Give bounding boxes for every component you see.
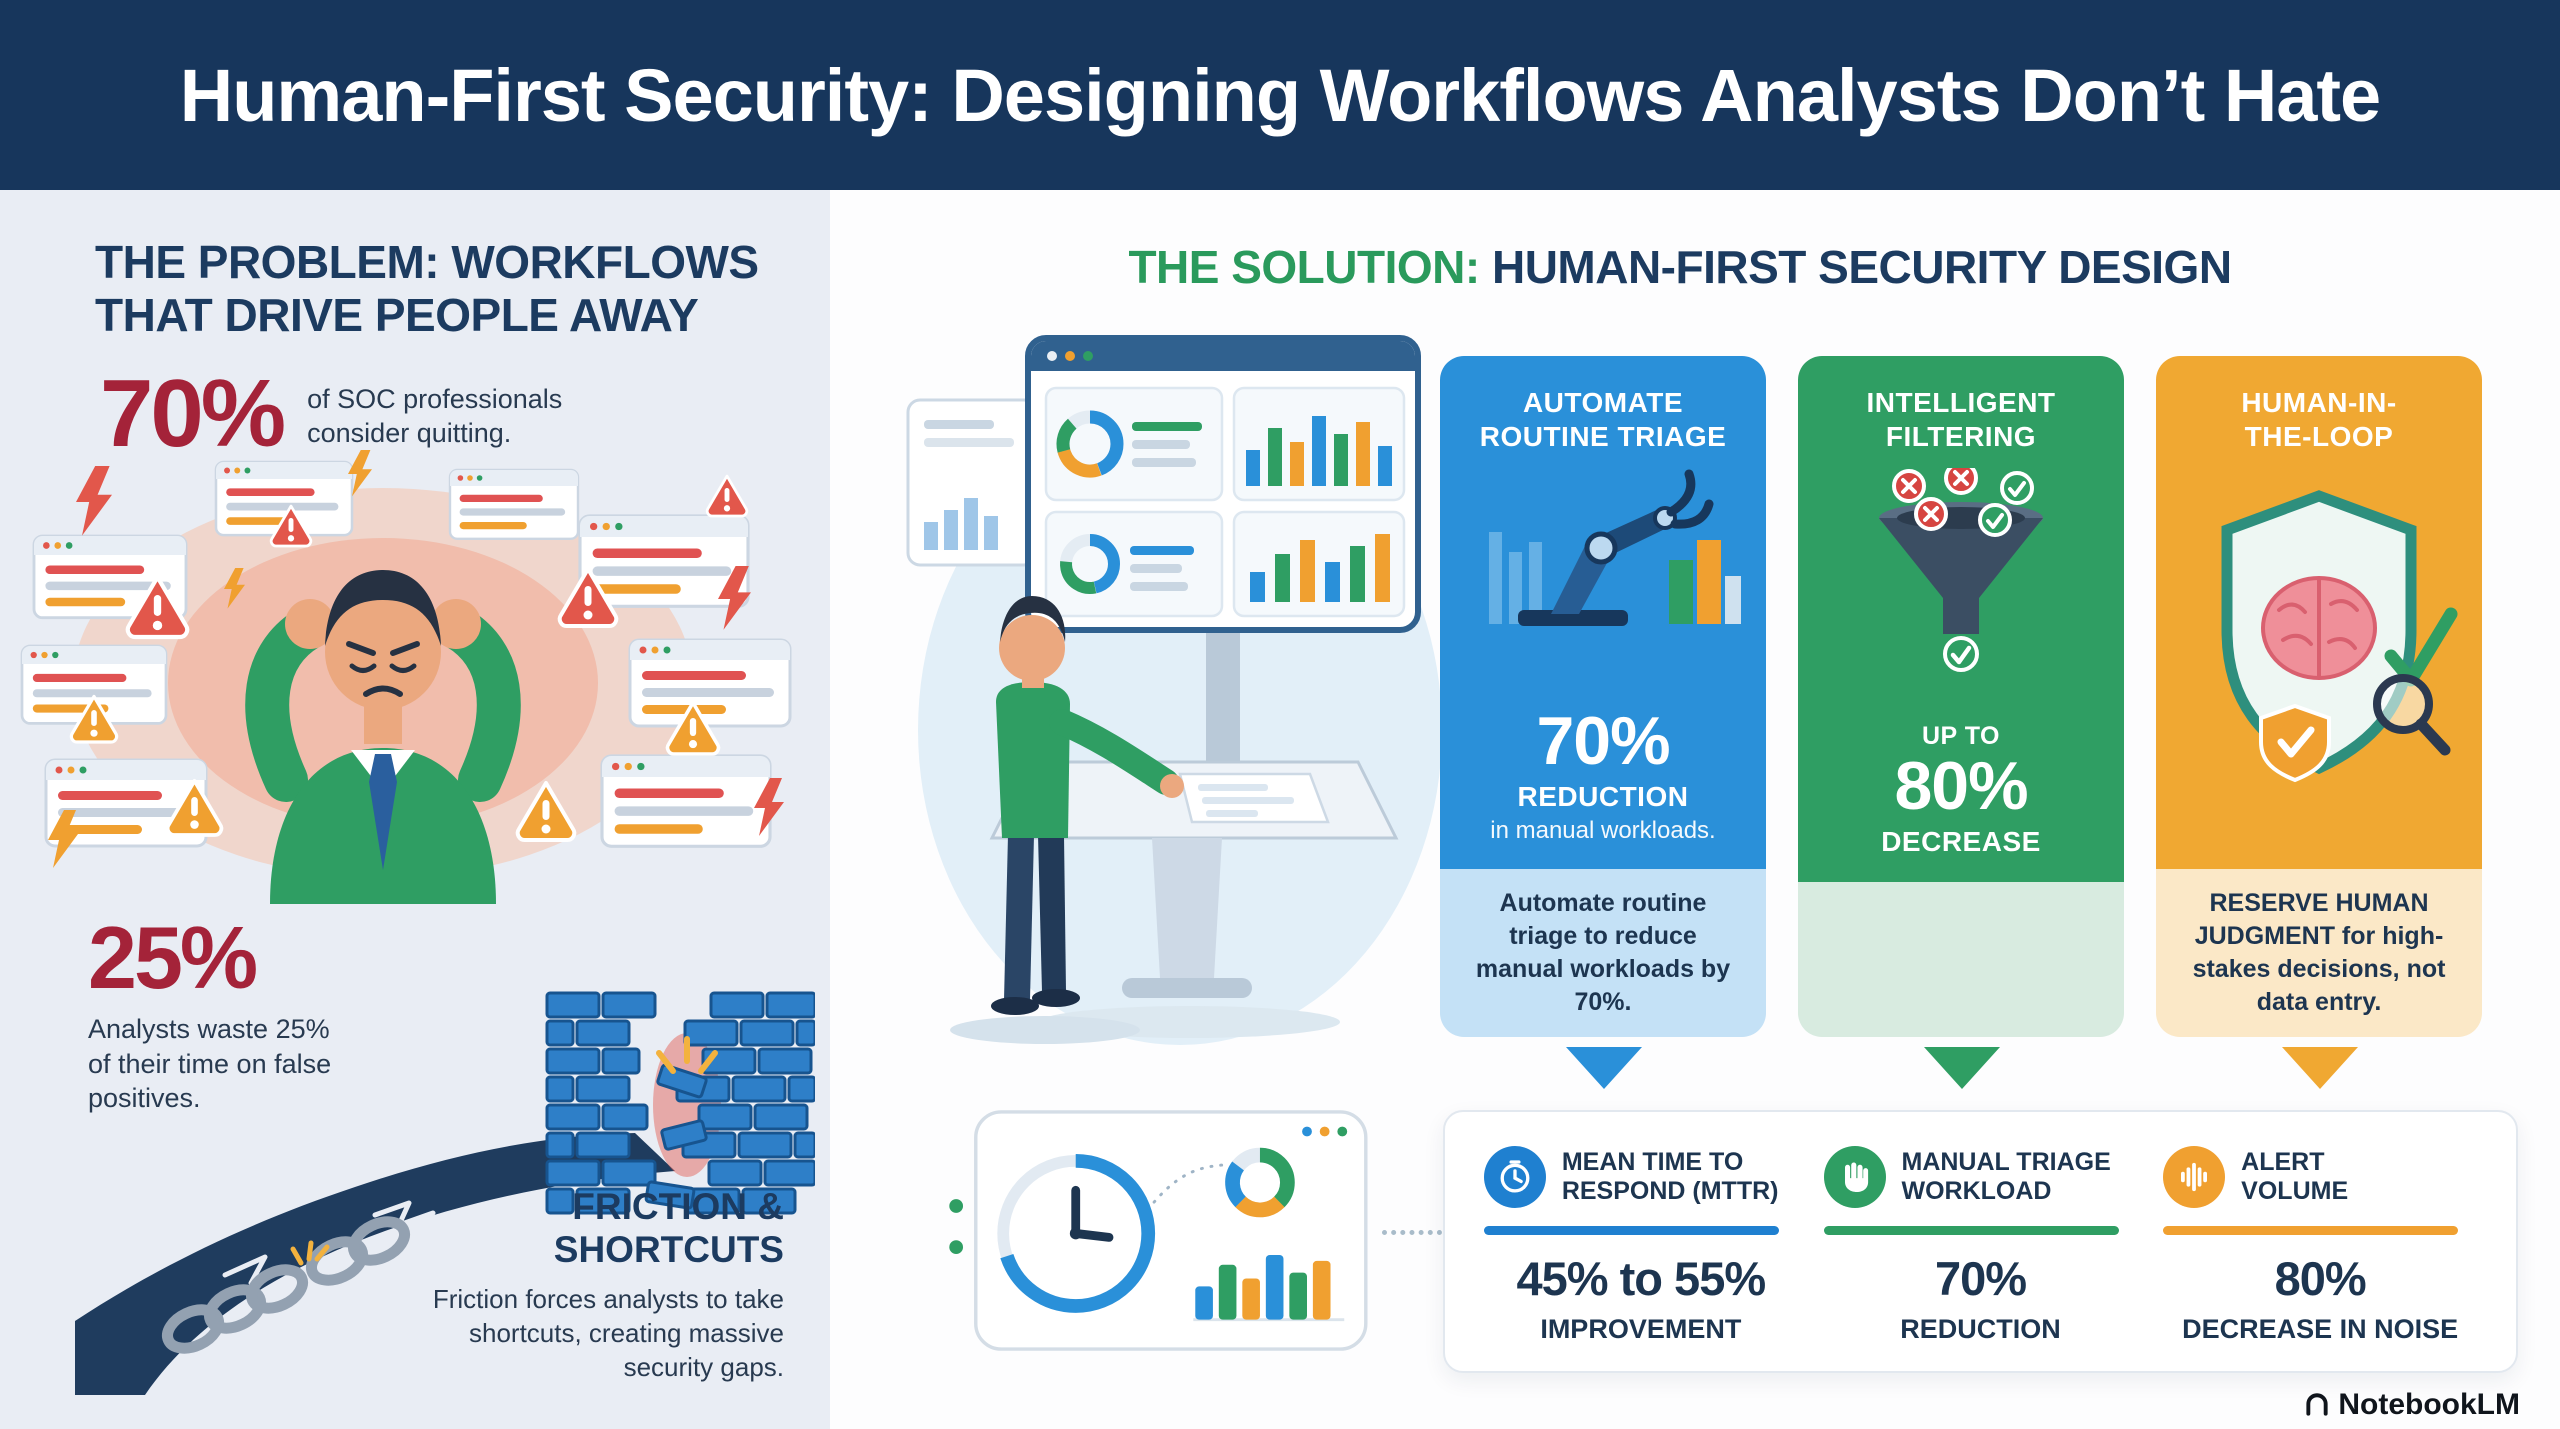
hand-icon [1823,1146,1886,1208]
friction-desc: Friction forces analysts to take shortcu… [432,1284,784,1382]
solution-title-prefix: THE SOLUTION: [1128,241,1480,293]
problem-panel: THE PROBLEM: WORKFLOWS THAT DRIVE PEOPLE… [0,190,830,1429]
solution-title-rest: HUMAN-FIRST SECURITY DESIGN [1479,241,2232,293]
stat-soc-quitting: 70% of SOC professionals consider quitti… [100,360,577,467]
filter-funnel-icon [1879,468,2043,673]
card-filtering-title: INTELLIGENT FILTERING [1866,387,2056,453]
metric-alert-value: 80% [2274,1252,2367,1305]
metric-triage-label: MANUAL TRIAGE WORKLOAD [1901,1147,2111,1206]
metric-alert-label: ALERT VOLUME [2241,1147,2349,1206]
metric-triage-sub: REDUCTION [1900,1314,2061,1344]
metric-triage-workload: MANUAL TRIAGE WORKLOAD 70% REDUCTION [1811,1138,2151,1345]
metric-triage-value: 70% [1934,1252,2027,1305]
metric-alert-bar [2163,1226,2459,1235]
problem-title-line2: THAT DRIVE PEOPLE AWAY [95,289,699,342]
card-hitl-note: RESERVE HUMAN JUDGMENT for high-stakes d… [2156,869,2482,1037]
page-title: Human-First Security: Designing Workflow… [179,53,2381,137]
stat-quit-value: 70% [100,360,286,467]
card-intelligent-filtering: INTELLIGENT FILTERING [1798,356,2124,1037]
clock-icon [1483,1146,1546,1208]
solution-panel: THE SOLUTION: HUMAN-FIRST SECURITY DESIG… [830,190,2560,1429]
metrics-panel: MEAN TIME TO RESPOND (MTTR) 45% to 55% I… [1443,1110,2518,1373]
card-hitl-title: HUMAN-IN- THE-LOOP [2241,387,2397,453]
friction-block: FRICTION & SHORTCUTS Friction forces ana… [420,1186,784,1384]
card-filtering-note [1798,882,2124,1037]
dotted-connector [1382,1230,1442,1235]
card-human-in-the-loop: HUMAN-IN- THE-LOOP [2156,356,2482,1037]
metric-mttr-bar [1483,1226,1779,1235]
notebooklm-logo-icon [2306,1393,2328,1416]
stressed-analyst-illustration [20,450,792,904]
problem-title-prefix: THE PROBLEM: [95,236,440,288]
down-arrow-orange [2282,1047,2358,1089]
stat-false-positives: 25% Analysts waste 25% of their time on … [88,914,343,1116]
problem-title-line1: WORKFLOWS [439,236,759,288]
waveform-icon [2163,1146,2226,1208]
card-automate-note: Automate routine triage to reduce manual… [1440,869,1766,1037]
card-automate-triage: AUTOMATE ROUTINE TRIAGE [1440,356,1766,1037]
shield-brain-icon [2221,490,2458,783]
response-time-dashboard-illustration [949,1110,1368,1351]
brand-text: NotebookLM [2338,1388,2520,1421]
card-filtering-stat: UP TO 80% DECREASE [1881,721,2041,857]
header-banner: Human-First Security: Designing Workflow… [0,0,2560,190]
down-arrow-blue [1566,1047,1642,1089]
card-automate-stat: 70% REDUCTION in manual workloads. [1490,702,1716,844]
stat-waste-desc: Analysts waste 25% of their time on fals… [88,1014,332,1114]
notebooklm-brand: NotebookLM [2304,1388,2520,1422]
friction-title: FRICTION & SHORTCUTS [553,1186,784,1270]
broken-wall-chain-illustration [75,991,815,1395]
analyst-dashboard-illustration [906,335,1442,1045]
robot-arm-icon [1489,469,1741,627]
stat-waste-value: 25% [88,908,258,1007]
down-arrow-green [1924,1047,2000,1089]
metric-triage-bar [1823,1226,2119,1235]
solution-title: THE SOLUTION: HUMAN-FIRST SECURITY DESIG… [1040,240,2320,294]
stat-quit-desc: of SOC professionals consider quitting. [307,384,563,449]
metric-mttr-sub: IMPROVEMENT [1540,1314,1742,1344]
problem-title: THE PROBLEM: WORKFLOWS THAT DRIVE PEOPLE… [95,236,759,343]
card-automate-title: AUTOMATE ROUTINE TRIAGE [1479,387,1727,453]
metric-alert-volume: ALERT VOLUME 80% DECREASE IN NOISE [2150,1138,2490,1345]
metric-mttr-value: 45% to 55% [1516,1252,1767,1305]
metric-alert-sub: DECREASE IN NOISE [2182,1314,2459,1344]
metric-mttr-label: MEAN TIME TO RESPOND (MTTR) [1561,1147,1779,1206]
metric-mttr: MEAN TIME TO RESPOND (MTTR) 45% to 55% I… [1471,1138,1811,1345]
